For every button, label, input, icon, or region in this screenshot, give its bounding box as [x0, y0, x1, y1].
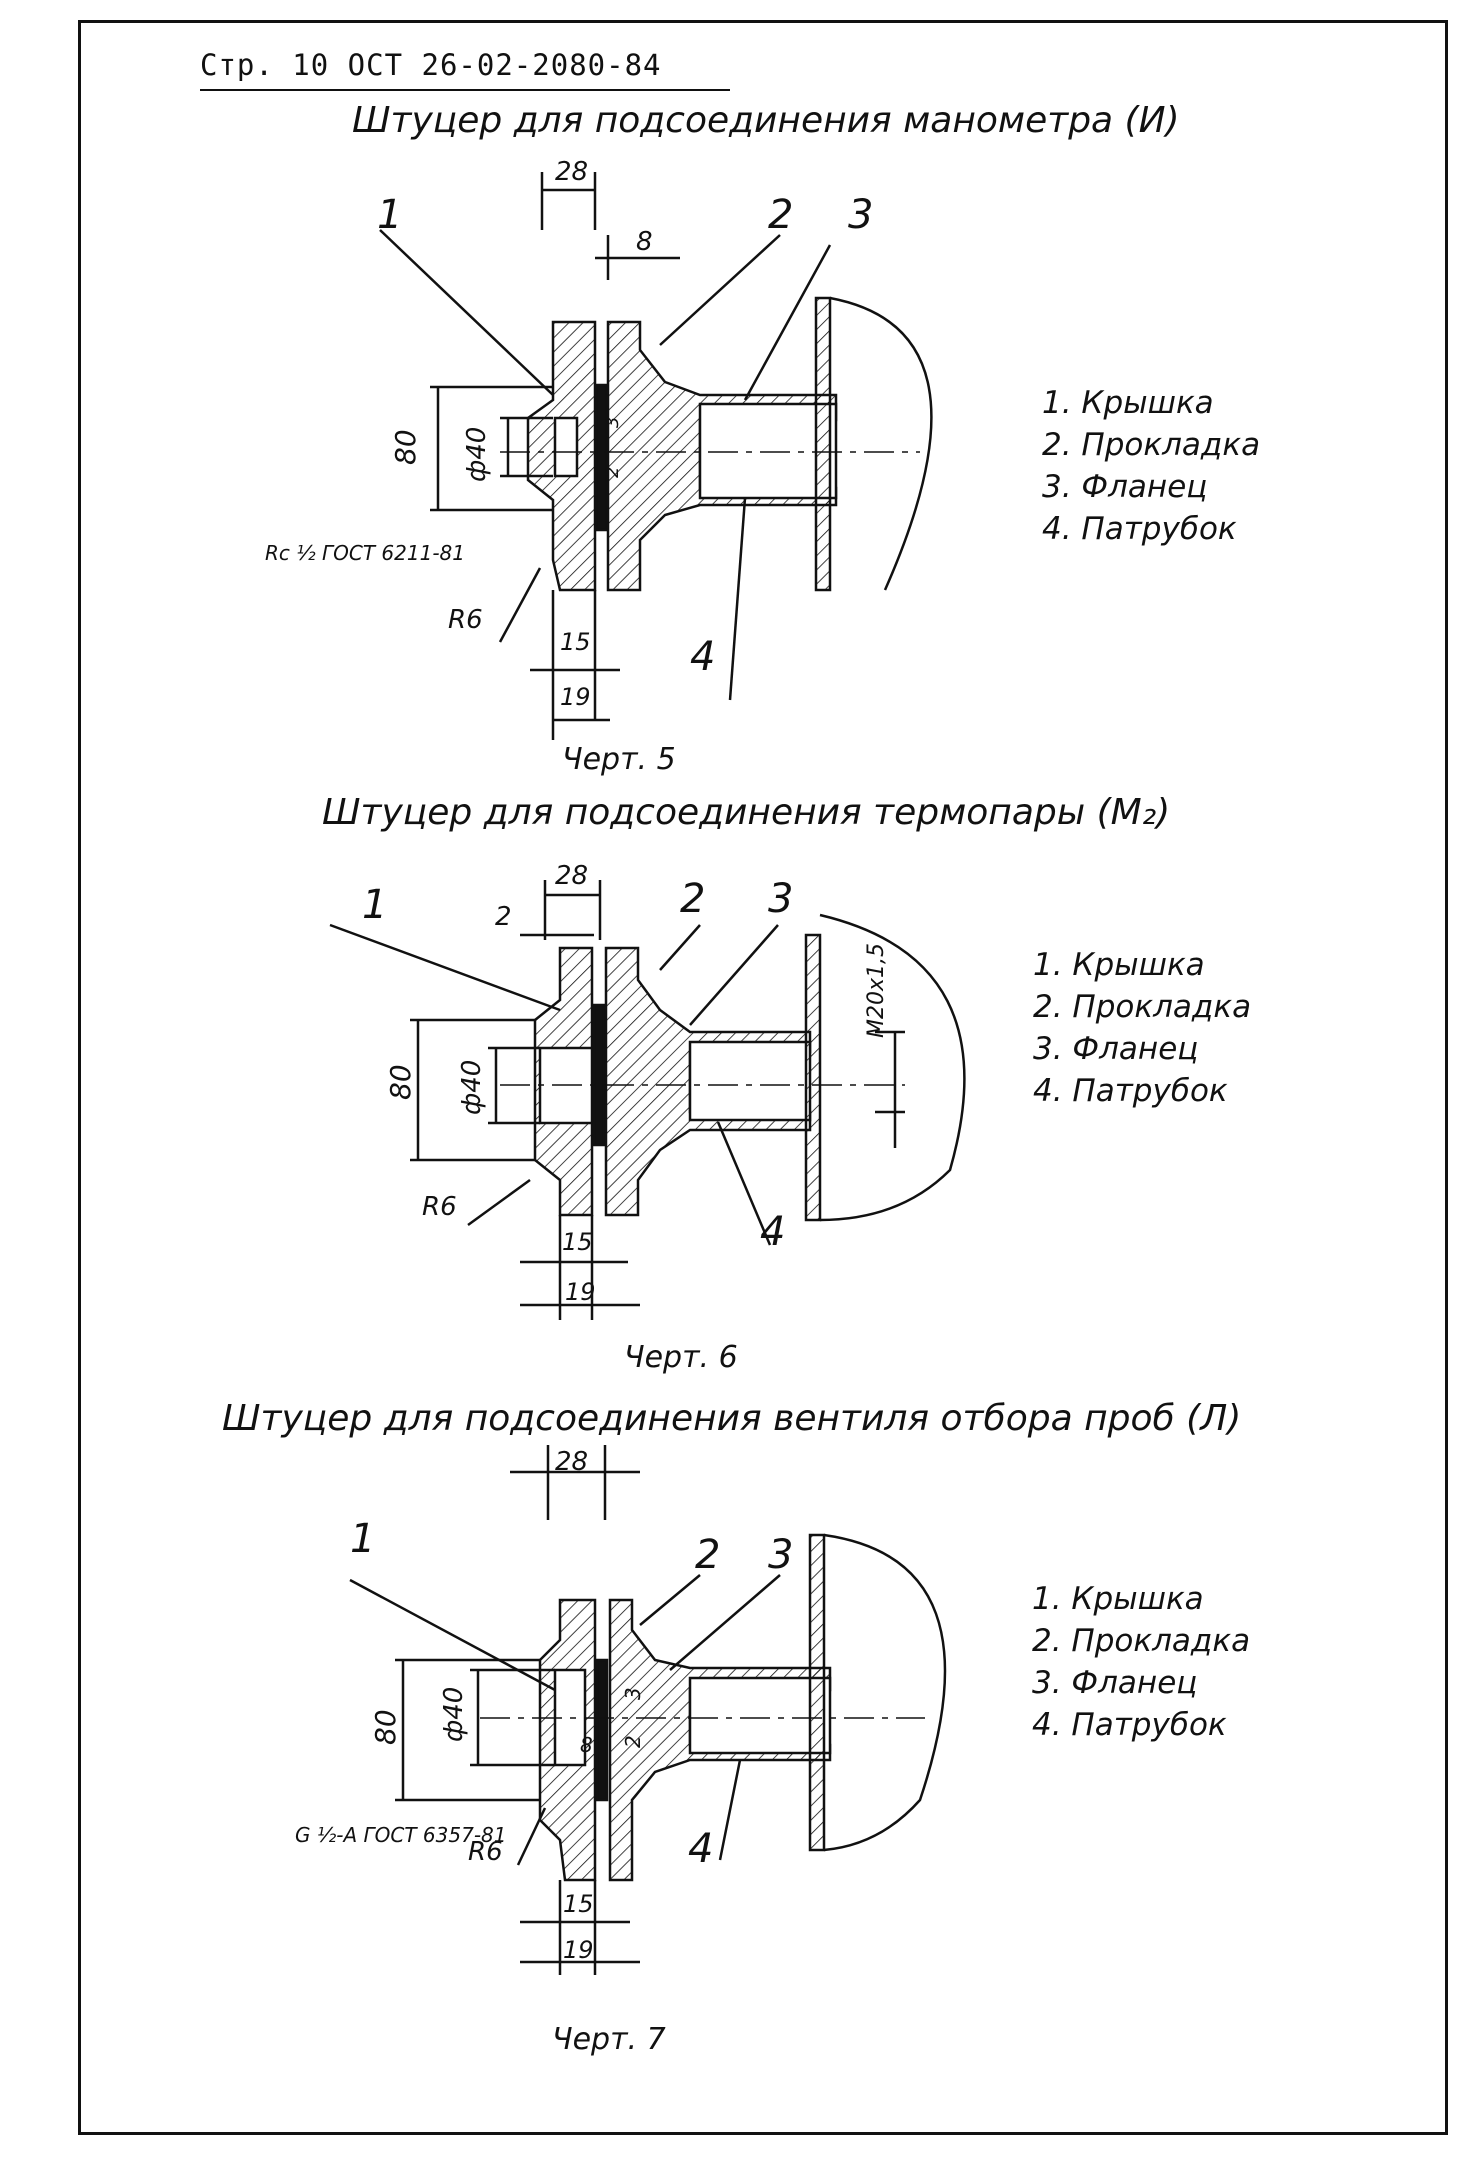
- figure-7-dim-19: 19: [563, 1936, 594, 1964]
- figure-7-callout-4: 4: [688, 1826, 713, 1872]
- figure-5-dim-bore: ф40: [462, 427, 492, 482]
- page-frame: [78, 20, 1448, 2135]
- figure-6-caption: Черт. 6: [624, 1340, 738, 1375]
- figure-5-legend-item: 3. Фланец: [1042, 469, 1208, 505]
- figure-7-thread: G ½-A ГОСТ 6357-81: [295, 1823, 506, 1847]
- figure-6-radius: R6: [422, 1192, 457, 1222]
- figure-5-legend-item: 4. Патрубок: [1042, 511, 1237, 547]
- figure-6-callout-2: 2: [680, 876, 705, 922]
- figure-7-dim-8: 8: [580, 1733, 593, 1757]
- figure-6-title: Штуцер для подсоединения термопары (M₂): [322, 792, 1171, 833]
- figure-5-dim-wall2: 2: [602, 467, 623, 478]
- figure-6-legend-item: 2. Прокладка: [1033, 989, 1252, 1025]
- figure-6-dim-28: 28: [555, 861, 588, 891]
- figure-5-radius: R6: [448, 605, 483, 635]
- figure-7-legend-item: 2. Прокладка: [1032, 1623, 1251, 1659]
- figure-6-dim-bore: ф40: [457, 1060, 487, 1115]
- figure-6-legend-item: 3. Фланец: [1033, 1031, 1199, 1067]
- figure-5-title: Штуцер для подсоединения манометра (И): [352, 100, 1180, 141]
- figure-7-dim-80: 80: [369, 1709, 402, 1745]
- figure-6-dim-19: 19: [565, 1278, 596, 1306]
- figure-7-legend-item: 3. Фланец: [1032, 1665, 1198, 1701]
- figure-5-callout-2: 2: [768, 192, 793, 238]
- figure-7-callout-3: 3: [768, 1532, 793, 1578]
- figure-7-callout-1: 1: [350, 1516, 375, 1562]
- figure-7-radius: R6: [468, 1837, 503, 1867]
- figure-6-dim-15: 15: [562, 1228, 593, 1256]
- figure-5-dim-80: 80: [389, 429, 422, 465]
- figure-6-legend-item: 4. Патрубок: [1033, 1073, 1228, 1109]
- figure-5-legend-item: 2. Прокладка: [1042, 427, 1261, 463]
- figure-7-legend: 1. Крышка 2. Прокладка 3. Фланец 4. Патр…: [1032, 1578, 1250, 1746]
- figure-6-labels: 28 2 1 2 3 4 80 ф40 M20x1,5 R6 15 19: [362, 861, 889, 1306]
- figure-6-callout-4: 4: [760, 1209, 785, 1255]
- figure-7-dim-28: 28: [555, 1447, 588, 1477]
- figure-6-callout-1: 1: [362, 882, 387, 928]
- figure-5-caption: Черт. 5: [562, 742, 676, 777]
- figure-7-dim-bore: ф40: [439, 1687, 469, 1742]
- figure-7-geometry: [349, 1445, 947, 1975]
- figure-6-dim-80: 80: [384, 1064, 417, 1100]
- figure-5-geometry: [379, 172, 933, 740]
- figure-7-dim-15: 15: [563, 1890, 594, 1918]
- figure-7-labels: 28 1 2 3 4 80 ф40 8 3 2 G ½-A ГОСТ 6357-…: [295, 1447, 793, 1964]
- figure-6-legend-item: 1. Крышка: [1033, 947, 1205, 983]
- figure-6-callout-3: 3: [768, 876, 793, 922]
- figure-6-geometry: [329, 880, 966, 1320]
- figure-5-labels: 28 8 1 2 3 4 80 ф40 3 2 Rc ½ ГОСТ 6211-8…: [265, 157, 873, 711]
- figure-5-callout-1: 1: [377, 192, 402, 238]
- figure-5-dim-19: 19: [560, 683, 591, 711]
- page-header: Стр. 10 ОСТ 26-02-2080-84: [200, 48, 662, 82]
- figure-5-dim-8: 8: [636, 227, 653, 257]
- figure-7-dim-wall2: 2: [621, 1735, 645, 1748]
- figure-7-legend-item: 4. Патрубок: [1032, 1707, 1227, 1743]
- figure-7-dim-wall: 3: [621, 1687, 645, 1700]
- figure-5-dim-28: 28: [555, 157, 588, 187]
- figure-6-thread: M20x1,5: [864, 943, 889, 1038]
- figure-7-legend-item: 1. Крышка: [1032, 1581, 1204, 1617]
- figure-5-thread: Rc ½ ГОСТ 6211-81: [265, 541, 465, 565]
- figure-6-legend: 1. Крышка 2. Прокладка 3. Фланец 4. Патр…: [1033, 944, 1251, 1112]
- figure-5-legend: 1. Крышка 2. Прокладка 3. Фланец 4. Патр…: [1042, 382, 1260, 550]
- figure-6-dim-2: 2: [495, 902, 512, 932]
- figure-5-dim-wall: 3: [602, 417, 623, 428]
- figure-5-legend-item: 1. Крышка: [1042, 385, 1214, 421]
- figure-5-callout-3: 3: [848, 192, 873, 238]
- figure-7-callout-2: 2: [695, 1532, 720, 1578]
- figure-5-callout-4: 4: [690, 634, 715, 680]
- figure-7-caption: Черт. 7: [552, 2022, 666, 2057]
- header-underline: [200, 89, 730, 91]
- figure-7-title: Штуцер для подсоединения вентиля отбора …: [222, 1398, 1242, 1439]
- figure-5-dim-15: 15: [560, 628, 591, 656]
